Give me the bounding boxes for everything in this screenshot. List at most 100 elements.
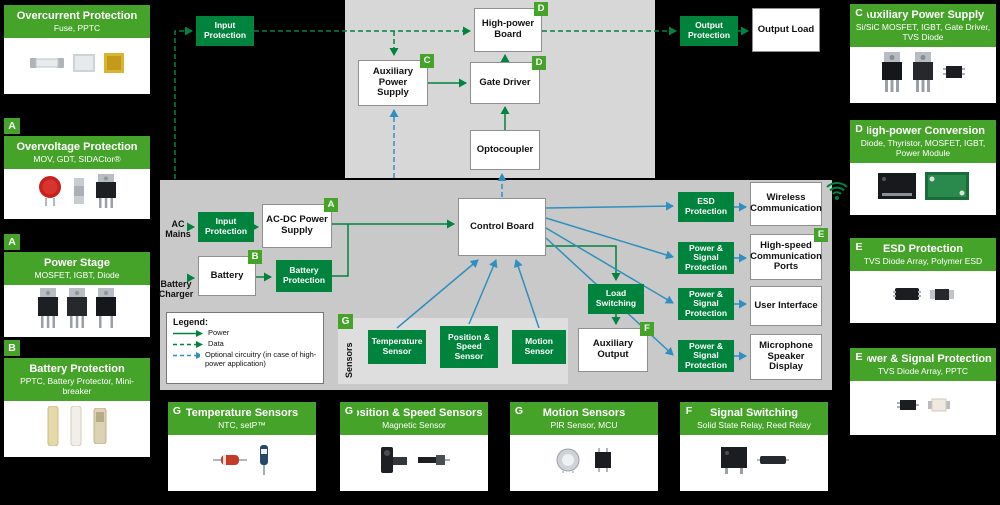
fuse-image xyxy=(30,56,64,75)
mosfet-image xyxy=(38,288,58,333)
card-motion-sensors: G Motion Sensors PIR Sensor, MCU xyxy=(510,402,658,491)
bracket-sensor-image xyxy=(379,445,409,480)
node-label: Power & Signal Protection xyxy=(684,340,728,370)
reed-relay-image xyxy=(756,453,789,472)
card-product-images xyxy=(850,270,996,323)
card-overcurrent-protection: Overcurrent Protection Fuse, PPTC xyxy=(4,5,150,94)
card-subtitle: Diode, Thyristor, MOSFET, IGBT, Power Mo… xyxy=(860,138,986,158)
node-label: ESD Protection xyxy=(684,196,728,216)
card-product-images xyxy=(4,168,150,219)
node-label: Control Board xyxy=(470,220,534,232)
card-badge-f: F xyxy=(681,403,697,419)
card-title: High-power Conversion xyxy=(860,125,986,137)
node-position-speed-sensor: Position & Speed Sensor xyxy=(440,326,498,368)
card-header: Overcurrent Protection Fuse, PPTC xyxy=(4,5,150,38)
node-input-protection-top: Input Protection xyxy=(196,16,254,46)
polymer-esd-image xyxy=(929,288,954,306)
solid-state-relay-image xyxy=(720,446,748,479)
card-subtitle: Fuse, PPTC xyxy=(53,23,101,34)
card-title: Auxiliary Power Supply xyxy=(861,9,985,21)
node-input-protection-main: Input Protection xyxy=(198,212,254,242)
card-title: ESD Protection xyxy=(882,243,964,255)
node-label: Auxiliary Output xyxy=(592,338,634,360)
card-subtitle: TVS Diode Array, Polymer ESD xyxy=(863,256,983,267)
card-badge-a: A xyxy=(4,234,20,250)
card-title: Overvoltage Protection xyxy=(16,141,138,153)
node-temperature-sensor: Temperature Sensor xyxy=(368,330,426,364)
card-subtitle: MOSFET, IGBT, Diode xyxy=(34,270,120,281)
card-header: Temperature Sensors NTC, setP™ xyxy=(168,402,316,435)
card-badge-g: G xyxy=(169,403,185,419)
badge-d: D xyxy=(534,2,548,16)
card-badge-g: G xyxy=(341,403,357,419)
card-header: Overvoltage Protection MOV, GDT, SIDACto… xyxy=(4,136,150,169)
card-esd-protection: E ESD Protection TVS Diode Array, Polyme… xyxy=(850,238,996,323)
ceramic-fuse-image xyxy=(73,54,95,77)
card-title: Overcurrent Protection xyxy=(16,10,138,22)
card-title: Power Stage xyxy=(43,257,111,269)
card-badge-b: B xyxy=(4,340,20,356)
cylinder-sensor-image xyxy=(417,453,450,472)
card-subtitle: TVS Diode Array, PPTC xyxy=(877,366,969,377)
card-header: Motion Sensors PIR Sensor, MCU xyxy=(510,402,658,435)
card-title: Battery Protection xyxy=(29,363,125,375)
battery-charger-label: Battery Charger xyxy=(158,279,194,299)
node-esd-protection: ESD Protection xyxy=(678,192,734,222)
node-label: AC-DC Power Supply xyxy=(266,214,328,236)
card-product-images xyxy=(510,434,658,491)
card-product-images xyxy=(340,434,488,491)
card-badge-a: A xyxy=(4,118,20,134)
legend-data-label: Data xyxy=(208,339,224,348)
igbt-image xyxy=(67,288,87,333)
card-temperature-sensors: G Temperature Sensors NTC, setP™ xyxy=(168,402,316,491)
card-subtitle: MOV, GDT, SIDACtor® xyxy=(33,154,121,165)
card-product-images xyxy=(850,162,996,215)
node-label: Load Switching xyxy=(595,288,637,308)
card-product-images xyxy=(850,46,996,103)
node-label: Auxiliary Power Supply xyxy=(372,66,414,99)
card-product-images xyxy=(680,434,828,491)
pptc-strap-image xyxy=(46,405,60,451)
card-product-images xyxy=(4,400,150,457)
card-header: High-power Conversion Diode, Thyristor, … xyxy=(850,120,996,163)
node-wireless-communication: Wireless Communication xyxy=(750,182,822,226)
node-mic-speaker-display: Microphone Speaker Display xyxy=(750,334,822,380)
badge-sensors-g: G xyxy=(338,314,353,329)
card-badge-d: D xyxy=(851,121,867,137)
legend-title: Legend: xyxy=(173,317,208,327)
card-subtitle: Solid State Relay, Reed Relay xyxy=(697,420,811,431)
node-label: Output Protection xyxy=(687,20,731,40)
node-acdc-power-supply: A AC-DC Power Supply xyxy=(262,198,338,248)
node-label: User Interface xyxy=(754,299,818,311)
node-label: Gate Driver xyxy=(479,76,531,88)
card-title: Position & Speed Sensors xyxy=(345,407,483,419)
gate-driver-ic-image xyxy=(943,64,965,85)
node-label: Power & Signal Protection xyxy=(684,242,728,272)
wifi-icon xyxy=(826,182,848,200)
card-signal-switching: F Signal Switching Solid State Relay, Re… xyxy=(680,402,828,491)
data-line-icon xyxy=(173,341,203,348)
card-subtitle: Magnetic Sensor xyxy=(382,420,446,431)
node-label: Battery xyxy=(210,269,244,281)
card-title: Motion Sensors xyxy=(542,407,626,419)
node-label: Position & Speed Sensor xyxy=(447,331,491,361)
power-module-black-image xyxy=(877,173,916,204)
card-badge-g: G xyxy=(511,403,527,419)
pptc-chip-image xyxy=(927,398,950,417)
node-battery-protection: Battery Protection xyxy=(276,260,332,292)
card-battery-protection: B Battery Protection PPTC, Battery Prote… xyxy=(4,340,150,457)
card-title: Temperature Sensors xyxy=(185,407,299,419)
node-label: High-speed Communication Ports xyxy=(750,240,822,273)
card-title: Power & Signal Protection xyxy=(854,353,992,365)
node-optocoupler: Optocoupler xyxy=(470,130,540,170)
card-title: Signal Switching xyxy=(709,407,798,419)
card-position-speed-sensors: G Position & Speed Sensors Magnetic Sens… xyxy=(340,402,488,491)
badge-a: A xyxy=(324,198,338,212)
battery-protector-image xyxy=(69,405,83,451)
node-label: Output Load xyxy=(757,23,815,35)
card-badge-c: C xyxy=(851,5,867,21)
node-user-interface: User Interface xyxy=(750,286,822,326)
